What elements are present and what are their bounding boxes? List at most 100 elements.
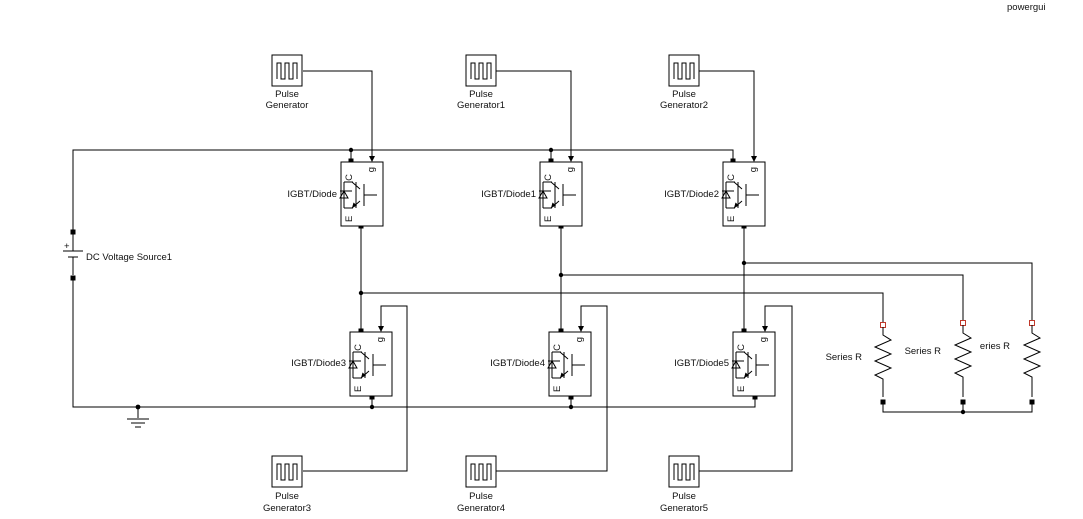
resistor-port-bottom: [960, 399, 966, 405]
resistor-label: Series R: [905, 346, 942, 357]
pulse-link-3: [303, 305, 408, 472]
resistor-zigzag: [953, 314, 973, 397]
pulse-wave-icon: [276, 62, 298, 80]
resistor-zigzag: [1022, 314, 1042, 397]
ground-symbol[interactable]: [127, 418, 149, 428]
series-resistor-0[interactable]: Series R: [826, 314, 893, 405]
pulse-generator-5[interactable]: Pulse Generator5: [660, 455, 708, 514]
battery-icon: [63, 234, 83, 275]
series-resistor-2[interactable]: eries R: [980, 314, 1042, 405]
gate-arrow-2: [751, 156, 757, 162]
pulse-label-line1: Pulse: [275, 89, 299, 100]
pulse-label-line1: Pulse: [275, 491, 299, 502]
emitter-port: [369, 394, 375, 400]
collector-port: [558, 328, 564, 334]
gate-arrows: [369, 156, 768, 332]
igbt-diode-1[interactable]: IGBT/Diode1: [481, 158, 583, 229]
pulse-link-1: [496, 70, 572, 161]
junction-dot: [348, 147, 354, 153]
pulse-wave-icon: [673, 62, 695, 80]
resistor-port-bottom: [1029, 399, 1035, 405]
pulse-generator-4[interactable]: Pulse Generator4: [457, 455, 505, 514]
pulse-wave-icon: [470, 463, 492, 481]
igbt-diode-2[interactable]: IGBT/Diode2: [664, 158, 766, 229]
pulse-label-line1: Pulse: [469, 491, 493, 502]
resistor-port-top: [960, 320, 966, 326]
gate-arrow-3: [378, 326, 384, 332]
dc-source-label: DC Voltage Source1: [86, 252, 172, 263]
series-resistor-1[interactable]: Series R: [905, 314, 973, 405]
phase-a-bus: [361, 292, 884, 314]
gate-arrow-1: [568, 156, 574, 162]
pulse-label-line2: Generator4: [457, 503, 505, 514]
resistor-label: Series R: [826, 352, 863, 363]
igbt-label: IGBT/Diode2: [664, 189, 719, 200]
junction-dot: [369, 404, 375, 410]
igbt-diode-5[interactable]: IGBT/Diode5: [674, 328, 776, 400]
emitter-port: [752, 394, 758, 400]
wires: [72, 70, 1033, 472]
collector-port: [730, 158, 736, 164]
dc-port-minus: [70, 275, 76, 281]
phase-c-bus: [744, 262, 1033, 314]
pulse-label-line1: Pulse: [672, 89, 696, 100]
junction-dot: [358, 290, 364, 296]
pulse-wave-icon: [276, 463, 298, 481]
igbt-label: IGBT/Diode3: [291, 358, 346, 369]
collector-port: [348, 158, 354, 164]
pulse-link-4: [496, 305, 608, 472]
pulse-wave-icon: [673, 463, 695, 481]
igbt-diode-4[interactable]: IGBT/Diode4: [490, 328, 592, 400]
resistor-port-bottom: [880, 399, 886, 405]
ground-icon: [127, 418, 149, 428]
dc-voltage-source[interactable]: + DC Voltage Source1: [63, 229, 172, 281]
pulse-label-line2: Generator2: [660, 100, 708, 111]
junction-dot: [548, 147, 554, 153]
pulse-generator-2[interactable]: Pulse Generator2: [660, 54, 708, 111]
igbt-diode-3[interactable]: IGBT/Diode3: [291, 328, 393, 400]
junction-dot: [741, 260, 747, 266]
junction-dot: [558, 272, 564, 278]
gate-arrow-0: [369, 156, 375, 162]
phase-b-bus: [561, 274, 964, 314]
pulse-label-line1: Pulse: [469, 89, 493, 100]
pulse-label-line2: Generator3: [263, 503, 311, 514]
pulse-link-0: [303, 70, 373, 161]
igbt-label: IGBT/Diode: [287, 189, 337, 200]
igbt-diode-0[interactable]: IGBT/Diode: [287, 158, 384, 229]
emitter-port: [568, 394, 574, 400]
pulse-label-line2: Generator: [266, 100, 309, 111]
collector-port: [358, 328, 364, 334]
resistor-zigzag: [873, 314, 893, 397]
gate-arrow-4: [578, 326, 584, 332]
collector-port: [741, 328, 747, 334]
junction-dot: [960, 409, 966, 415]
igbt-label: IGBT/Diode1: [481, 189, 536, 200]
powergui-label[interactable]: powergui: [1007, 2, 1046, 13]
pulse-link-5: [699, 305, 793, 472]
dc-negative-rail: [72, 278, 756, 408]
load-neutral: [882, 402, 1033, 413]
igbt-label: IGBT/Diode5: [674, 358, 729, 369]
pulse-label-line2: Generator5: [660, 503, 708, 514]
junction-dot: [135, 404, 141, 410]
pulse-link-2: [699, 70, 755, 161]
pulse-label-line2: Generator1: [457, 100, 505, 111]
gate-arrow-5: [762, 326, 768, 332]
dc-positive-rail: [72, 149, 734, 232]
pulse-wave-icon: [470, 62, 492, 80]
pulse-generator-0[interactable]: Pulse Generator: [266, 54, 309, 111]
pulse-generator-1[interactable]: Pulse Generator1: [457, 54, 505, 111]
resistor-label: eries R: [980, 341, 1010, 352]
pulse-label-line1: Pulse: [672, 491, 696, 502]
pulse-generator-3[interactable]: Pulse Generator3: [263, 455, 311, 514]
igbt-label: IGBT/Diode4: [490, 358, 545, 369]
resistor-port-top: [1029, 320, 1035, 326]
junction-dots: [135, 147, 966, 415]
dc-port-plus: [70, 229, 76, 235]
resistor-port-top: [880, 322, 886, 328]
dc-plus-sign: +: [64, 241, 70, 252]
collector-port: [548, 158, 554, 164]
junction-dot: [568, 404, 574, 410]
